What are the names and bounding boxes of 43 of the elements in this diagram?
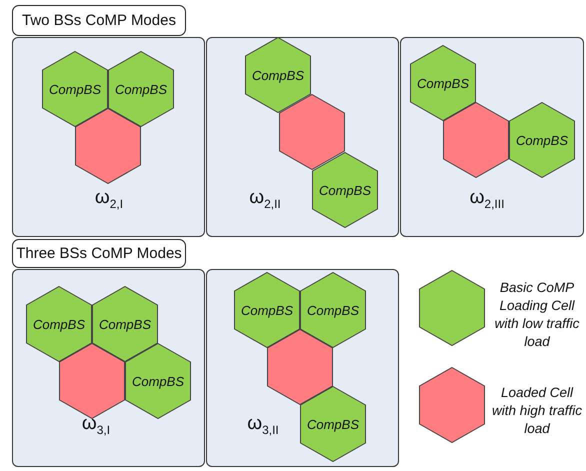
cell-label: CompBS	[98, 316, 152, 332]
cell-hexagon	[279, 94, 345, 170]
heading-box: Two BSs CoMP Modes	[12, 5, 186, 36]
cell-hexagon	[125, 343, 191, 419]
cell-label: CompBS	[306, 302, 360, 318]
cell-hexagon	[410, 45, 476, 121]
mode-symbol: ω$_{2,II}$	[248, 187, 282, 211]
mode-symbol: ω$_{3,II}$	[246, 413, 280, 437]
cell-label: CompBS	[132, 374, 184, 388]
cell-hexagon	[245, 37, 311, 113]
cell-label: CompBS	[114, 82, 168, 96]
heading-box: Three BSs CoMP Modes	[12, 239, 186, 268]
mode-symbol: ω$_{2,III}$	[468, 187, 506, 211]
cell-hexagon	[42, 51, 108, 127]
cell-label: CompBS	[32, 316, 86, 332]
mode-panel	[206, 37, 399, 237]
cell-label: CompBS	[416, 76, 470, 90]
cell-hexagon	[59, 343, 125, 419]
cell-label: CompBS	[48, 82, 102, 96]
cell-label: CompBS	[252, 68, 304, 82]
cell-hexagon	[267, 329, 333, 405]
cell-label: CompBS	[240, 302, 294, 318]
mode-panel	[400, 37, 584, 237]
cell-hexagon	[509, 102, 575, 178]
cell-label: CompBS	[318, 182, 372, 198]
legend-text: Loaded Cell with high traffic load	[490, 384, 584, 438]
cell-hexagon	[108, 51, 174, 127]
cell-hexagon	[234, 272, 300, 348]
cell-label: CompBS	[306, 416, 360, 432]
cell-hexagon	[92, 286, 158, 362]
mode-panel	[12, 269, 205, 467]
mode-symbol: ω$_{2,I}$	[94, 187, 124, 211]
cell-hexagon	[26, 286, 92, 362]
cell-hexagon	[300, 386, 366, 462]
mode-panel	[12, 37, 205, 237]
cell-hexagon	[300, 272, 366, 348]
cell-label: CompBS	[516, 132, 568, 148]
cell-hexagon	[75, 108, 141, 184]
mode-symbol: ω$_{3,I}$	[80, 413, 112, 437]
mode-panel	[206, 269, 399, 467]
legend-text: Basic CoMP Loading Cell with low traffic load	[494, 279, 580, 351]
cell-hexagon	[312, 152, 378, 228]
cell-hexagon	[443, 102, 509, 178]
